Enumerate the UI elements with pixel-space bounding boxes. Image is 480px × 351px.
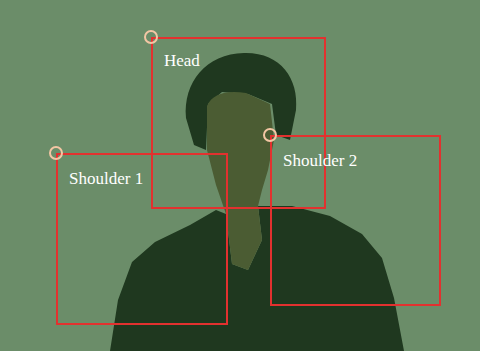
corner-marker [145, 31, 157, 43]
detection-box: Shoulder 2 [270, 135, 441, 306]
box-label: Shoulder 1 [69, 170, 143, 187]
detection-box: Shoulder 1 [56, 153, 228, 325]
corner-marker [50, 147, 62, 159]
box-label: Shoulder 2 [283, 152, 357, 169]
detection-box: Head [151, 37, 326, 209]
box-label: Head [164, 52, 200, 69]
corner-marker [264, 129, 276, 141]
face-shape [207, 92, 274, 270]
